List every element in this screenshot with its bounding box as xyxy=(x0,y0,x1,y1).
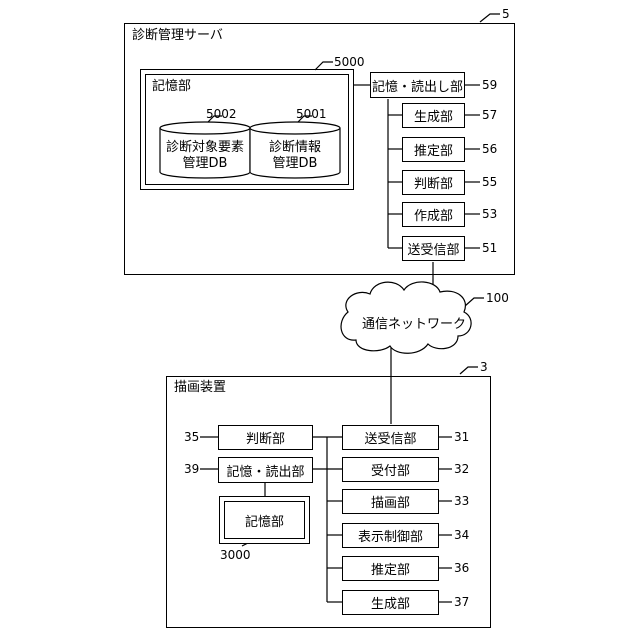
db2-label: 診断情報 管理DB xyxy=(250,140,340,172)
server-title: 診断管理サーバ xyxy=(132,29,223,42)
device-unit-generate-ref: 37 xyxy=(454,596,469,608)
device-unit-display-control: 表示制御部 xyxy=(342,523,439,548)
network-ref-leader xyxy=(465,298,484,306)
device-unit-generate: 生成部 xyxy=(342,590,439,615)
server-unit-estimate: 推定部 xyxy=(402,137,465,162)
server-unit-generate-ref: 57 xyxy=(482,109,497,121)
device-frame xyxy=(166,376,491,628)
device-title: 描画装置 xyxy=(174,381,226,394)
server-unit-estimate-ref: 56 xyxy=(482,143,497,155)
server-unit-judge: 判断部 xyxy=(402,170,465,195)
server-ref-leader xyxy=(480,14,500,22)
server-storage-ref: 5000 xyxy=(334,56,365,68)
server-unit-generate: 生成部 xyxy=(402,103,465,128)
device-ref: 3 xyxy=(480,361,488,373)
server-unit-create-ref: 53 xyxy=(482,208,497,220)
device-ref-leader xyxy=(460,367,478,374)
server-unit-rw-ref: 59 xyxy=(482,79,497,91)
db1-label: 診断対象要素 管理DB xyxy=(160,140,250,172)
server-unit-txrx-ref: 51 xyxy=(482,242,497,254)
device-unit-txrx: 送受信部 xyxy=(342,425,439,450)
device-unit-judge-ref: 35 xyxy=(184,431,199,443)
device-unit-draw: 描画部 xyxy=(342,489,439,514)
server-unit-rw: 記憶・読出し部 xyxy=(370,72,465,98)
device-unit-rw: 記憶・読出部 xyxy=(218,457,313,483)
device-storage: 記憶部 xyxy=(224,501,305,539)
device-unit-accept-ref: 32 xyxy=(454,463,469,475)
server-unit-txrx: 送受信部 xyxy=(402,236,465,261)
device-unit-estimate: 推定部 xyxy=(342,556,439,581)
server-ref: 5 xyxy=(502,8,510,20)
device-unit-display-control-ref: 34 xyxy=(454,529,469,541)
device-unit-rw-ref: 39 xyxy=(184,463,199,475)
db2-ref: 5001 xyxy=(296,108,327,120)
server-storage-title: 記憶部 xyxy=(152,80,191,93)
device-storage-ref: 3000 xyxy=(220,549,251,561)
network-ref: 100 xyxy=(486,292,509,304)
db1-ref: 5002 xyxy=(206,108,237,120)
device-unit-txrx-ref: 31 xyxy=(454,431,469,443)
server-unit-create: 作成部 xyxy=(402,202,465,227)
device-unit-accept: 受付部 xyxy=(342,457,439,482)
network-label: 通信ネットワーク xyxy=(362,318,466,331)
server-unit-judge-ref: 55 xyxy=(482,176,497,188)
device-unit-estimate-ref: 36 xyxy=(454,562,469,574)
device-unit-draw-ref: 33 xyxy=(454,495,469,507)
device-unit-judge: 判断部 xyxy=(218,425,313,450)
